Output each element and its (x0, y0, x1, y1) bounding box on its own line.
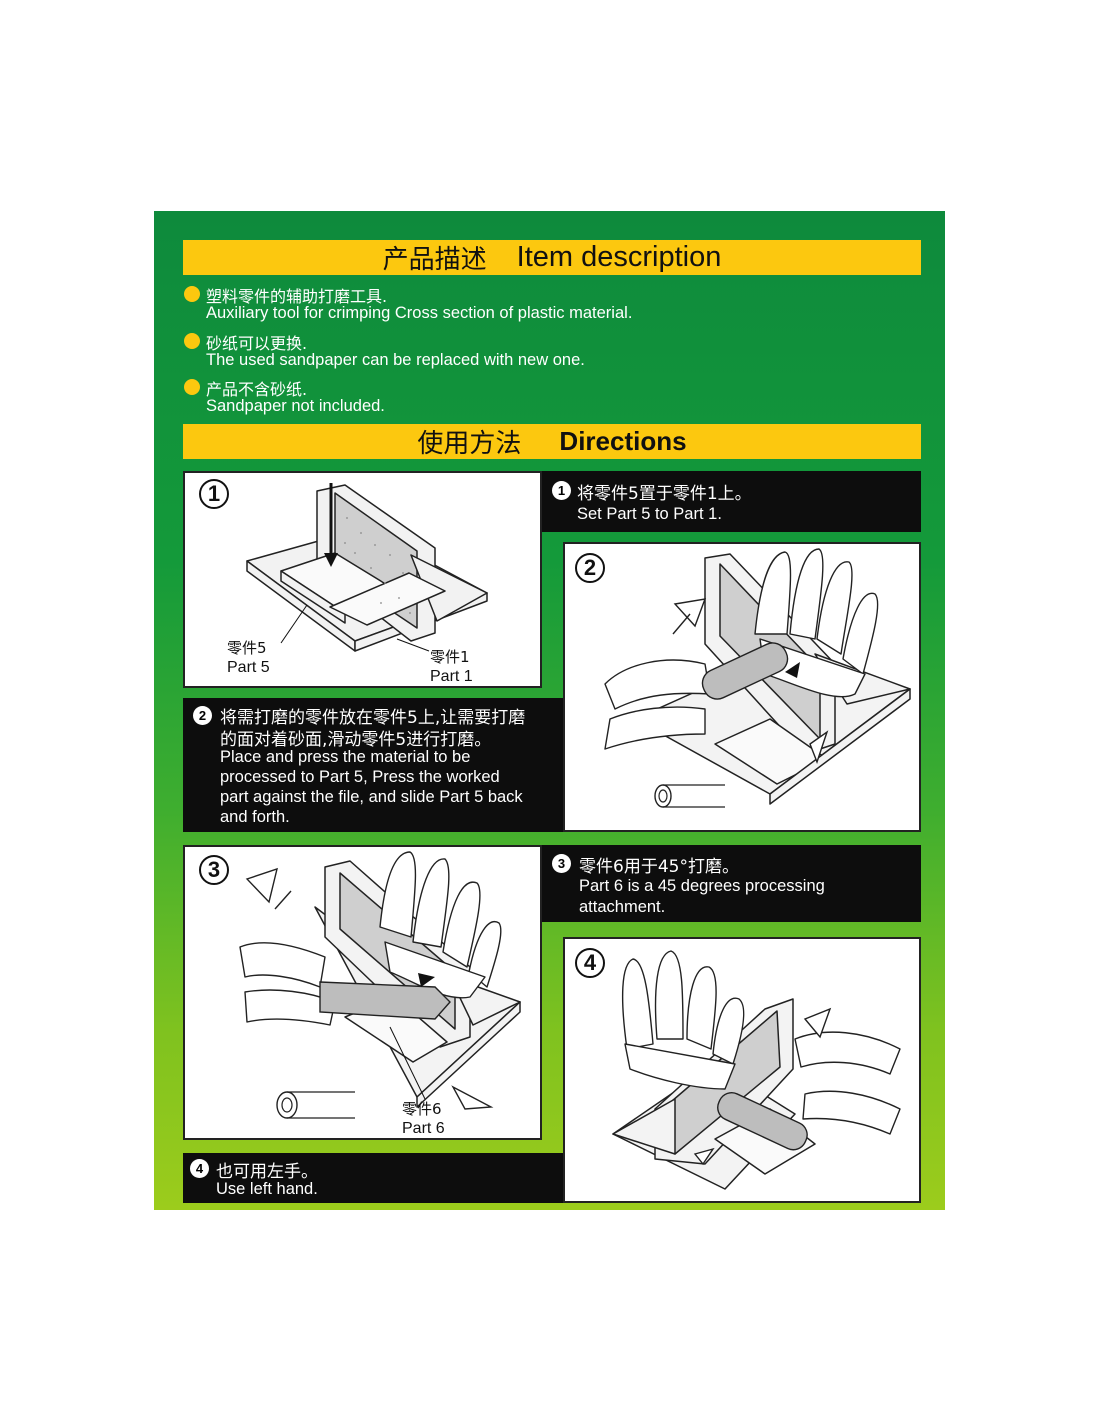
step-3-text-en-line1: Part 6 is a 45 degrees processing (579, 877, 825, 895)
step-1-circled-number: 1 (552, 481, 571, 500)
step-2-callout: 2 将需打磨的零件放在零件5上,让需要打磨 的面对着砂面,滑动零件5进行打磨。 … (183, 698, 563, 832)
feature-text-en: Sandpaper not included. (206, 397, 385, 415)
step-4-circled-number: 4 (190, 1159, 209, 1178)
step-2-circled-number: 2 (193, 706, 212, 725)
directions-title-en: Directions (559, 426, 687, 456)
feature-text-zh: 砂纸可以更换. (206, 334, 308, 353)
feature-text-en: Auxiliary tool for crimping Cross sectio… (206, 304, 633, 322)
step-4-illustration: 4 (563, 937, 921, 1203)
yellow-bullet-icon (184, 333, 200, 349)
hand-right (754, 548, 879, 698)
item-description-title-en: Item description (516, 241, 722, 273)
left-hand-sanding-drawing (612, 950, 901, 1190)
part-5-label: 零件5 Part 5 (227, 639, 270, 677)
yellow-bullet-icon (184, 286, 200, 302)
step-2-number-badge: 2 (575, 553, 605, 583)
part-6-label-zh: 零件6 (402, 1100, 442, 1118)
step-1-number-badge: 1 (199, 479, 229, 509)
step-2-illustration: 2 (563, 542, 921, 832)
step-4-callout: 4 也可用左手。 Use left hand. (183, 1153, 563, 1203)
yellow-bullet-icon (184, 379, 200, 395)
feature-text-zh: 塑料零件的辅助打磨工具. (206, 287, 388, 306)
part-5-label-zh: 零件5 (227, 639, 267, 657)
step-3-illustration: 3 (183, 845, 542, 1140)
step-2-text-zh-line2: 的面对着砂面,滑动零件5进行打磨。 (220, 730, 492, 750)
step-2-text-en-line4: and forth. (220, 808, 290, 826)
feature-text-zh: 产品不含砂纸. (206, 380, 308, 399)
sandpaper-texture (344, 517, 411, 614)
step-2-text-en-line3: part against the file, and slide Part 5 … (220, 788, 523, 806)
step-1-text-zh: 将零件5置于零件1上。 (577, 484, 752, 504)
angle-sanding-drawing (239, 851, 521, 1119)
sanding-hands-drawing (604, 548, 911, 808)
step-1-illustration: 1 零件5 (183, 471, 542, 688)
step-1-text-en: Set Part 5 to Part 1. (577, 505, 722, 523)
step-2-text-en-line2: processed to Part 5, Press the worked (220, 768, 500, 786)
part-5-label-en: Part 5 (227, 659, 270, 676)
step-2-text-zh-line1: 将需打磨的零件放在零件5上,让需要打磨 (220, 708, 526, 728)
part-6-label-en: Part 6 (402, 1120, 445, 1137)
step-3-number-badge: 3 (199, 855, 229, 885)
part-1-label-zh: 零件1 (430, 648, 470, 666)
part-6-label: 零件6 Part 6 (402, 1100, 445, 1138)
feature-text-en: The used sandpaper can be replaced with … (206, 351, 585, 369)
step-3-circled-number: 3 (552, 854, 571, 873)
hand-right (794, 1031, 901, 1135)
step-3-text-en-line2: attachment. (579, 898, 666, 916)
step-4-text-en: Use left hand. (216, 1180, 318, 1198)
hand-right (379, 851, 502, 999)
step-3-callout: 3 零件6用于45°打磨。 Part 6 is a 45 degrees pro… (542, 845, 921, 922)
tool-assembly-drawing (246, 483, 488, 652)
step-4-number-badge: 4 (575, 948, 605, 978)
hand-left (239, 942, 336, 1026)
item-description-header: 产品描述 Item description (183, 240, 921, 275)
part-1-label: 零件1 Part 1 (430, 648, 473, 686)
hand-left (621, 950, 745, 1090)
part-1-label-en: Part 1 (430, 668, 473, 685)
step-1-callout: 1 将零件5置于零件1上。 Set Part 5 to Part 1. (542, 471, 921, 532)
step-3-text-zh: 零件6用于45°打磨。 (579, 857, 739, 877)
instruction-card: 产品描述 Item description 塑料零件的辅助打磨工具. Auxil… (154, 211, 945, 1210)
step-4-text-zh: 也可用左手。 (216, 1162, 318, 1182)
directions-title-zh: 使用方法 (417, 429, 522, 459)
step-2-text-en-line1: Place and press the material to be (220, 748, 471, 766)
directions-header: 使用方法 Directions (183, 424, 921, 459)
item-description-title-zh: 产品描述 (382, 245, 487, 275)
